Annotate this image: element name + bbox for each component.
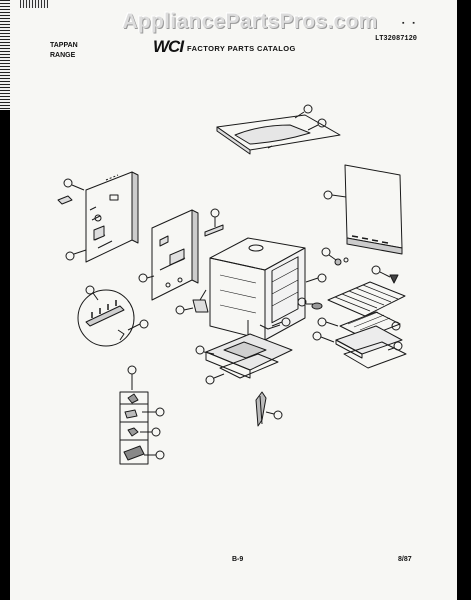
part-callout-5 [138, 273, 155, 283]
part-callout-8 [175, 305, 194, 315]
model-number: LT32087120 [375, 35, 418, 43]
part-callout-22 [127, 319, 149, 331]
part-callout-21 [85, 285, 99, 301]
part-callout-17 [387, 341, 403, 351]
scan-corner-artifact [20, 0, 48, 8]
screw-part [389, 274, 399, 284]
fitting-part [334, 257, 349, 266]
catalog-header: WCI FACTORY PARTS CATALOG [153, 37, 296, 57]
part-callout-19 [205, 373, 225, 385]
part-callout-12 [371, 265, 391, 278]
brand-block: TAPPAN RANGE [50, 41, 78, 61]
brand-name: TAPPAN [50, 42, 78, 49]
wiring-hardware-inset [119, 391, 149, 465]
side-panel-part [344, 164, 403, 255]
corner-marks: ▪ ▪ [402, 20, 418, 27]
page-number: B-9 [232, 556, 244, 563]
catalog-page: AppliancePartsPros.com ▪ ▪ TAPPAN RANGE … [10, 0, 457, 600]
strip-part [204, 224, 224, 237]
knob-part [311, 302, 323, 310]
part-callout-26 [144, 450, 165, 460]
oven-door-part [205, 333, 293, 379]
part-callout-11 [321, 247, 337, 261]
part-callout-25 [140, 427, 161, 437]
part-callout-23 [127, 365, 137, 390]
catalog-title: FACTORY PARTS CATALOG [187, 44, 296, 53]
rear-inner-panel-part [151, 209, 199, 301]
exploded-parts-diagram [57, 104, 407, 465]
part-callout-3 [63, 178, 85, 191]
part-callout-20 [265, 410, 283, 420]
scan-edge-artifact [0, 0, 10, 110]
top-panel-part [216, 114, 341, 155]
part-callout-15 [312, 331, 335, 343]
part-callout-9 [271, 317, 291, 327]
part-callout-10 [323, 190, 347, 200]
part-callout-2 [307, 118, 327, 131]
part-callout-6 [210, 208, 220, 227]
part-callout-18 [195, 345, 215, 355]
latch-part [192, 289, 209, 313]
terminal-block-inset [77, 289, 135, 347]
oven-body-part [209, 237, 306, 341]
part-callout-7 [305, 273, 327, 283]
watermark-text: AppliancePartsPros.com [122, 10, 378, 33]
part-callout-24 [142, 407, 165, 417]
wci-logo: WCI [153, 37, 184, 56]
oven-support-part [259, 324, 281, 330]
broil-pan-part [335, 325, 403, 359]
door-hinge-part [255, 391, 267, 427]
date-code: 8/87 [398, 556, 412, 563]
part-callout-4 [65, 249, 87, 261]
drawer-part [343, 341, 407, 369]
part-callout-16 [391, 321, 401, 331]
part-callout-14 [317, 317, 339, 327]
oven-rack-part [327, 281, 406, 317]
bracket-part [57, 195, 73, 205]
part-callout-1 [294, 104, 313, 119]
back-panel-part [85, 171, 139, 263]
product-type: RANGE [50, 52, 76, 59]
